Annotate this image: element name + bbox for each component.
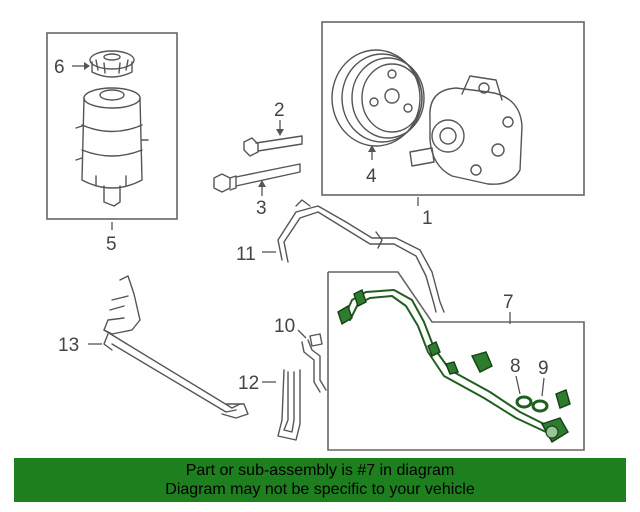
callout-9: 9 [538, 358, 549, 379]
bolt-2 [243, 135, 303, 157]
cooler-13 [103, 275, 249, 419]
pulley [331, 49, 425, 147]
pressure-line-assembly-7 [337, 289, 569, 443]
callout-5: 5 [106, 234, 117, 255]
reservoir-cap [89, 50, 135, 78]
hose-10 [301, 333, 327, 393]
parts-diagram: 1 2 3 4 5 6 7 8 9 10 11 12 13 [46, 21, 585, 451]
banner-line-part: Part or sub-assembly is #7 in diagram [185, 462, 455, 479]
callout-8: 8 [510, 356, 521, 377]
o-ring-8 [515, 395, 533, 409]
callout-2: 2 [274, 100, 285, 121]
fitting-clip [555, 389, 571, 409]
callout-4: 4 [366, 166, 377, 187]
bolt-3 [213, 163, 301, 193]
o-ring-9 [531, 399, 549, 413]
callout-12: 12 [238, 373, 259, 394]
pump-body [409, 75, 523, 185]
callout-7: 7 [503, 292, 514, 313]
banner-line-disclaimer: Diagram may not be specific to your vehi… [165, 481, 475, 498]
return-hose-11 [277, 199, 445, 313]
callout-1: 1 [422, 208, 433, 229]
callout-3: 3 [256, 198, 267, 219]
pump-box [321, 21, 585, 196]
callout-6: 6 [54, 57, 65, 78]
callout-10: 10 [274, 316, 295, 337]
callout-13: 13 [58, 335, 79, 356]
info-banner: Part or sub-assembly is #7 in diagram Di… [14, 458, 626, 502]
reservoir-tank [75, 87, 149, 207]
callout-11: 11 [236, 244, 256, 265]
reservoir-box [46, 32, 178, 220]
hose-12 [277, 369, 301, 441]
pressure-line-box [327, 271, 585, 451]
